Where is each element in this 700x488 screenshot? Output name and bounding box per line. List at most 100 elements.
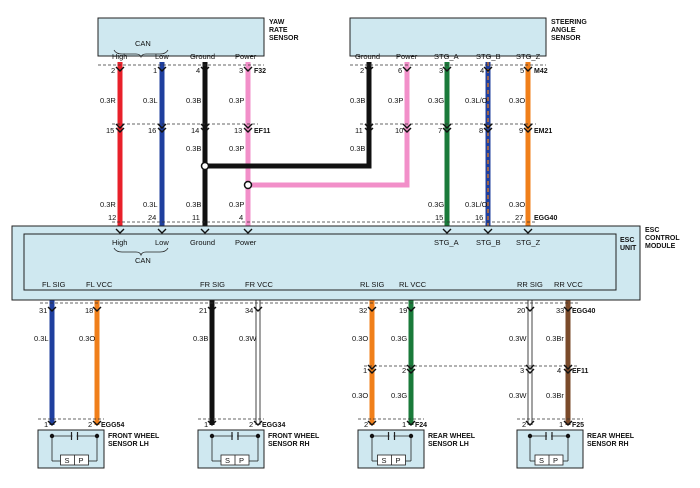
sensor-s-label: S (539, 456, 544, 465)
yaw-title-1: YAW (269, 19, 285, 26)
sensor-s-label: S (65, 456, 70, 465)
ef11-bottom-connector-label: EF11 (572, 368, 588, 375)
esc-label-rr-vcc: RR VCC (554, 280, 583, 289)
egg40-top-pin-16: 16 (475, 213, 483, 222)
steering-pin-num-4: 4 (480, 66, 484, 75)
egg40-bottom-pin-33: 33 (556, 306, 564, 315)
connector-chevron (157, 123, 167, 129)
connector-chevron (243, 228, 253, 234)
egg40-bottom-pin-34: 34 (245, 306, 253, 315)
connector-chevron (442, 123, 452, 129)
egg40-bottom-pin-20: 20 (517, 306, 525, 315)
egg40-top-pin-27: 27 (515, 213, 523, 222)
connector-chevron (367, 306, 377, 312)
wire-size: 0.3B (193, 334, 208, 343)
ef11-connector-label: EF11 (254, 128, 270, 135)
ef11-pin-15: 15 (106, 126, 114, 135)
wire-size: 0.3O (509, 200, 525, 209)
egg40-top-pin-11: 11 (192, 213, 200, 222)
sensor-connector-label: EGG34 (262, 422, 285, 429)
esc-label-power: Power (235, 238, 257, 247)
wire-size: 0.3P (229, 144, 244, 153)
sensor-title: REAR WHEEL (428, 433, 476, 440)
steering-title-2: ANGLE (551, 27, 576, 34)
connector-chevron (200, 127, 210, 133)
esc-unit-1: ESC (620, 237, 634, 244)
egg40-bottom-connector-label: EGG40 (572, 308, 595, 315)
yaw-pin-num-2: 2 (111, 66, 115, 75)
sensor-s-label: S (382, 456, 387, 465)
wire-size: 0.3P (229, 200, 244, 209)
wire-steering-power (248, 62, 410, 188)
sensor-p-label: P (553, 456, 558, 465)
sensor-connector-label: EGG54 (101, 422, 124, 429)
connector-chevron (47, 306, 57, 312)
esc-label-stg-b: STG_B (476, 238, 501, 247)
connector-chevron (115, 66, 125, 72)
steering-pin-label-stg-z: STG_Z (516, 52, 541, 61)
connector-chevron (364, 127, 374, 133)
connector-chevron (115, 228, 125, 234)
connector-chevron (364, 66, 374, 72)
sensor-pin-num: 2 (249, 420, 253, 429)
sensor-s-label: S (225, 456, 230, 465)
esc-can-label: CAN (135, 256, 151, 265)
splice-ground (200, 161, 210, 171)
wire-size: 0.3G (391, 391, 407, 400)
wire-size: 0.3B (186, 200, 201, 209)
connector-chevron (563, 364, 573, 370)
sensor-pin-num: 1 (204, 420, 208, 429)
connector-chevron (525, 420, 535, 426)
sensor-title: FRONT WHEEL (108, 433, 160, 440)
yaw-pin-num-1: 1 (153, 66, 157, 75)
connector-chevron (157, 127, 167, 133)
ef11-bottom-pin-2: 2 (402, 366, 406, 375)
wire-size: 0.3P (229, 96, 244, 105)
connector-chevron (243, 127, 253, 133)
em21-pin-7: 7 (438, 126, 442, 135)
egg40-bottom-pin-32: 32 (359, 306, 367, 315)
wire-size: 0.3B (350, 96, 365, 105)
wire-size: 0.3B (350, 144, 365, 153)
egg40-bottom-pin-18: 18 (85, 306, 93, 315)
connector-chevron (157, 66, 167, 72)
connector-chevron (253, 306, 263, 312)
sensor-p-label: P (79, 456, 84, 465)
esc-label-fr-vcc: FR VCC (245, 280, 274, 289)
esc-title-2: CONTROL (645, 235, 680, 242)
connector-chevron (406, 364, 416, 370)
connector-chevron (402, 123, 412, 129)
wire-size: 0.3L (143, 96, 158, 105)
connector-chevron (367, 364, 377, 370)
em21-pin-10: 10 (395, 126, 403, 135)
connector-chevrons (47, 66, 573, 426)
connector-chevron (442, 228, 452, 234)
connector-chevron (367, 420, 377, 426)
connector-chevron (367, 368, 377, 374)
yaw-pin-label-low: Low (155, 52, 169, 61)
wire-size: 0.3L (34, 334, 49, 343)
connector-chevron (92, 420, 102, 426)
esc-label-stg-a: STG_A (434, 238, 459, 247)
wire-size: 0.3O (352, 334, 368, 343)
steering-connector-label: M42 (534, 68, 548, 75)
connector-chevron (525, 368, 535, 374)
esc-title-3: MODULE (645, 243, 676, 250)
connector-chevron (563, 420, 573, 426)
wire-size: 0.3R (100, 200, 116, 209)
splice-power (243, 180, 253, 190)
connector-chevron (483, 66, 493, 72)
connector-chevron (483, 123, 493, 129)
connector-chevron (402, 127, 412, 133)
yaw-pin-num-4: 4 (196, 66, 200, 75)
connector-chevron (523, 127, 533, 133)
sensor-pin-num: 2 (364, 420, 368, 429)
wire-size: 0.3G (428, 96, 444, 105)
ef11-bottom-pin-4: 4 (557, 366, 561, 375)
wire-size: 0.3G (391, 334, 407, 343)
connector-chevron (115, 127, 125, 133)
connector-chevron (47, 420, 57, 426)
